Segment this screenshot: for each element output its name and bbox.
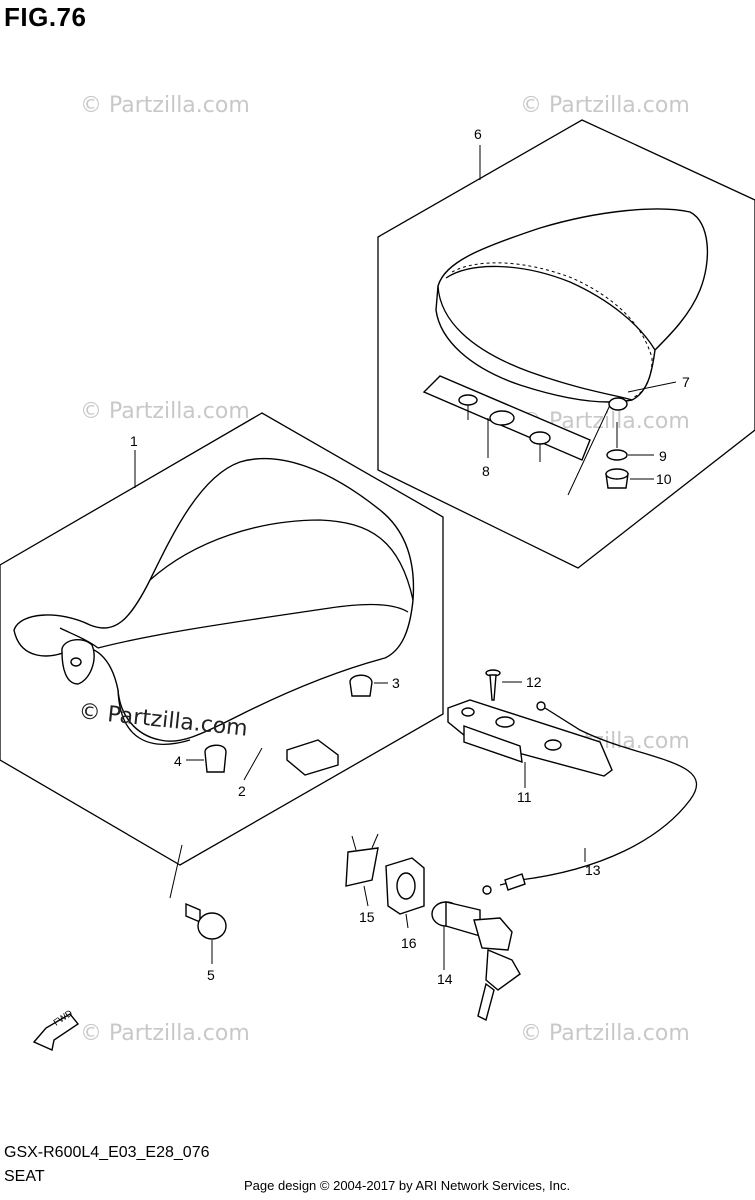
watermark-text: © Partzilla.com [80, 1021, 250, 1046]
front-seat-cushion [13, 457, 415, 742]
page-footer: Page design © 2004-2017 by ARI Network S… [244, 1178, 571, 1193]
watermark-text: © Partzilla.com [80, 93, 250, 118]
bracket-hole [495, 716, 515, 728]
watermark-text: © Partzilla.com [520, 93, 690, 118]
seat-pad [286, 739, 339, 776]
lock-body [445, 901, 481, 937]
seat-lock-latch [463, 725, 523, 764]
front-seat-lip [59, 627, 99, 649]
gasket-hole [396, 872, 416, 900]
callout-6: 6 [474, 126, 482, 142]
plate-hole [458, 394, 478, 406]
leader-line [627, 381, 677, 393]
callout-14: 14 [437, 971, 453, 987]
callout-2: 2 [238, 783, 246, 799]
rear-seat-stitching [451, 262, 653, 399]
callout-7: 7 [682, 374, 690, 390]
cable-end [536, 701, 546, 711]
front-seat-underside [117, 689, 191, 745]
front-seat-ridge [149, 519, 414, 601]
seat-lock-assembly [345, 669, 698, 1022]
washer [606, 449, 628, 461]
leader-line [243, 747, 263, 781]
plate-hole [529, 431, 551, 445]
bracket-hole [461, 707, 475, 717]
clip-arm [351, 835, 357, 851]
fwd-arrow: FWD [32, 1008, 80, 1051]
figure-title: FIG.76 [4, 2, 87, 32]
callout-16: 16 [401, 935, 417, 951]
forward-arrow-icon [32, 1013, 80, 1051]
model-code: GSX-R600L4_E03_E28_076 [4, 1144, 210, 1161]
seat-bumper [204, 744, 227, 773]
front-seat-crease [97, 603, 409, 649]
plate-hole [489, 410, 515, 426]
nut-top [605, 468, 629, 480]
leader-line [405, 913, 409, 929]
callout-13: 13 [585, 862, 601, 878]
seat-bolt-shank [185, 902, 201, 924]
callout-12: 12 [526, 674, 542, 690]
leader-line [169, 844, 183, 899]
lock-clip [345, 847, 379, 887]
key-head [485, 948, 521, 991]
rear-seat-group [377, 119, 755, 569]
figure-name: SEAT [4, 1168, 45, 1185]
seat-bolt-head [197, 912, 227, 940]
watermark-text: © Partzilla.com [520, 1021, 690, 1046]
seat-lock-cable [499, 707, 698, 886]
rear-seat-frame [377, 119, 755, 569]
clip-arm [371, 833, 379, 849]
callout-15: 15 [359, 909, 375, 925]
seat-hook-hole [70, 657, 82, 667]
callout-11: 11 [517, 789, 532, 805]
callout-4: 4 [174, 753, 182, 769]
callout-5: 5 [207, 967, 215, 983]
watermark-text: © Partzilla.com [80, 399, 250, 424]
callout-8: 8 [482, 463, 490, 479]
front-seat-group [0, 412, 444, 964]
callout-1: 1 [130, 433, 138, 449]
callout-9: 9 [659, 448, 667, 464]
key-head [473, 917, 513, 951]
rear-seat-cushion-pad [608, 397, 628, 411]
screw-shank [489, 674, 497, 701]
bracket-hole [544, 739, 562, 751]
leader-line [567, 404, 611, 496]
leader-line [363, 885, 369, 907]
rear-seat-lower-edge [437, 285, 633, 401]
seat-lock-bracket [447, 699, 613, 777]
key-blade [477, 982, 495, 1022]
cable-end [482, 885, 492, 895]
cable-sleeve [504, 873, 526, 891]
callout-10: 10 [656, 471, 672, 487]
rear-seat-cushion [435, 208, 709, 403]
seat-bumper [349, 674, 373, 697]
front-seat-frame [0, 412, 444, 866]
callout-labels: 6 7 8 9 10 1 3 4 2 5 12 11 13 15 16 14 [130, 126, 690, 987]
callout-3: 3 [392, 675, 400, 691]
